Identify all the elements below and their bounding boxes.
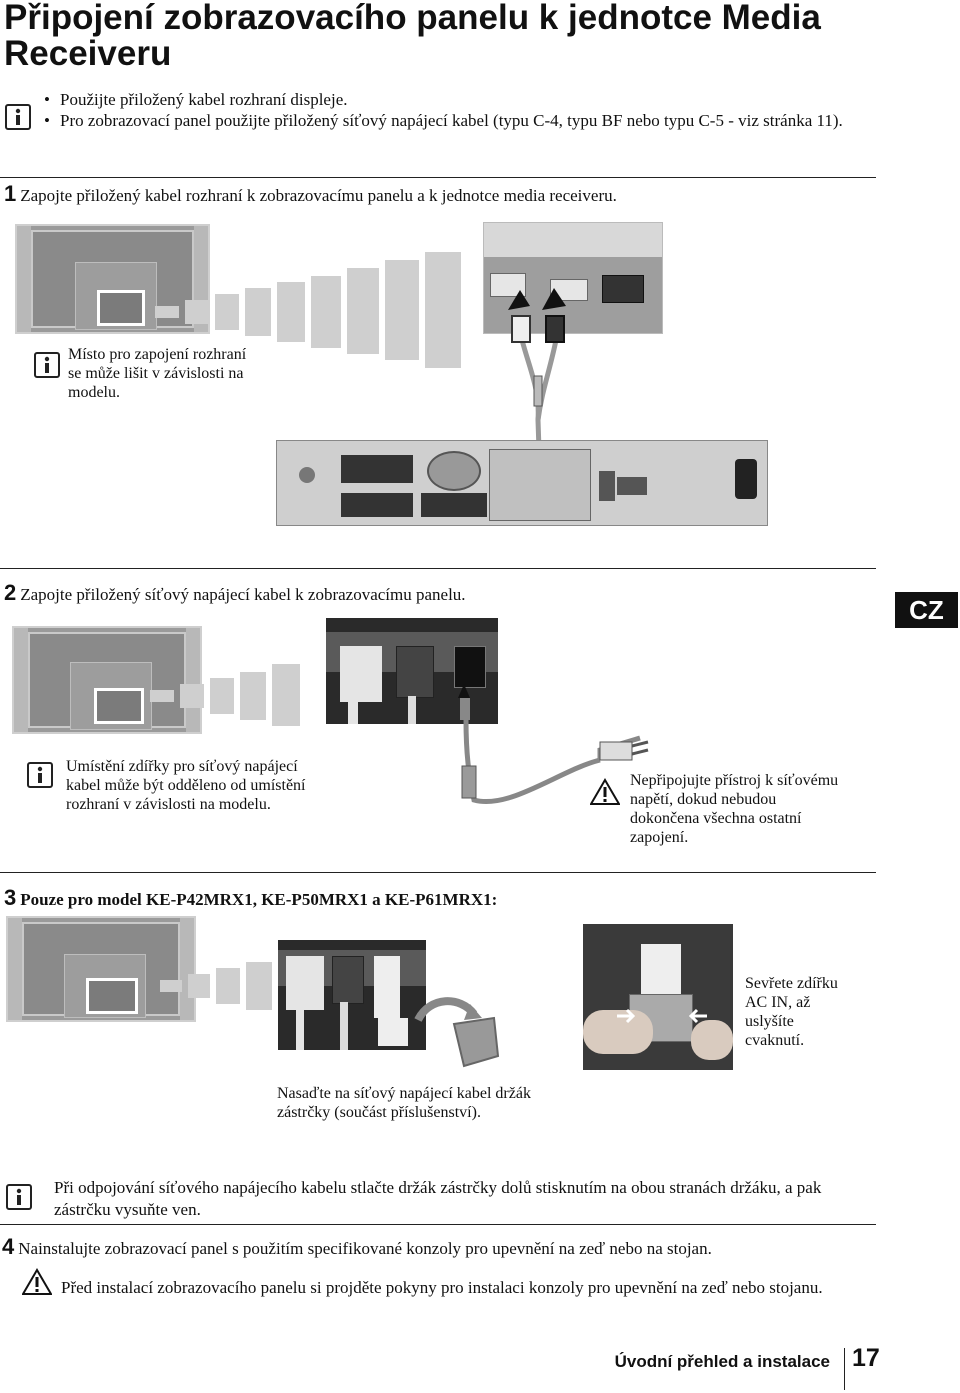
step-number: 1 [4, 181, 17, 206]
intro-bullet: Použijte přiložený kabel rozhraní disple… [44, 89, 864, 110]
divider [0, 872, 876, 873]
power-location-note: Umístění zdířky pro síťový napájecí kabe… [66, 758, 306, 813]
page-title: Připojení zobrazovacího panelu k jednotc… [4, 0, 821, 73]
step-text: Zapojte přiložený kabel rozhraní k zobra… [20, 186, 617, 205]
intro-bullet: Pro zobrazovací panel použijte přiložený… [44, 110, 864, 131]
media-receiver-back-image [276, 440, 768, 526]
plug-holder-connector-image [278, 940, 426, 1050]
footer-section-title: Úvodní přehled a instalace [614, 1352, 830, 1371]
info-icon [5, 104, 31, 130]
plug-holder-note: Nasaďte na síťový napájecí kabel držák z… [277, 1085, 531, 1121]
display-panel-back-image [15, 224, 210, 334]
connection-warning: Nepřipojujte přístroj k síťovému napětí,… [630, 772, 839, 846]
divider [0, 1224, 876, 1225]
squeeze-ac-in-note: Sevřete zdířku AC IN, až uslyšíte cvaknu… [745, 975, 838, 1049]
info-icon [27, 762, 53, 788]
installation-warning: Před instalací zobrazovacího panelu si p… [61, 1278, 823, 1297]
divider [0, 177, 876, 178]
step-text: Zapojte přiložený síťový napájecí kabel … [20, 585, 466, 604]
warning-icon [590, 778, 620, 805]
divider [0, 568, 876, 569]
page-number: 17 [852, 1344, 880, 1372]
info-icon [6, 1184, 32, 1210]
info-icon [34, 352, 60, 378]
display-panel-back-image [12, 626, 202, 734]
interface-cable-image [508, 288, 566, 481]
step-number: 2 [4, 580, 17, 605]
display-panel-back-image [6, 916, 196, 1022]
step-number: 3 [4, 885, 17, 910]
power-cable-image [458, 684, 649, 805]
language-tab: CZ [895, 592, 958, 628]
footer-divider [844, 1348, 845, 1390]
plug-holder-image [414, 997, 500, 1068]
step-text: Nainstalujte zobrazovací panel s použití… [18, 1239, 712, 1258]
warning-icon [22, 1268, 52, 1295]
interface-location-note: Místo pro zapojení rozhraní se může liši… [68, 346, 247, 401]
step-text: Pouze pro model KE-P42MRX1, KE-P50MRX1 a… [20, 890, 498, 909]
intro-bullet-list: Použijte přiložený kabel rozhraní disple… [44, 89, 864, 131]
disconnect-note: Při odpojování síťového napájecího kabel… [54, 1178, 822, 1219]
ac-in-socket-image [583, 924, 733, 1070]
step-number: 4 [2, 1234, 15, 1259]
